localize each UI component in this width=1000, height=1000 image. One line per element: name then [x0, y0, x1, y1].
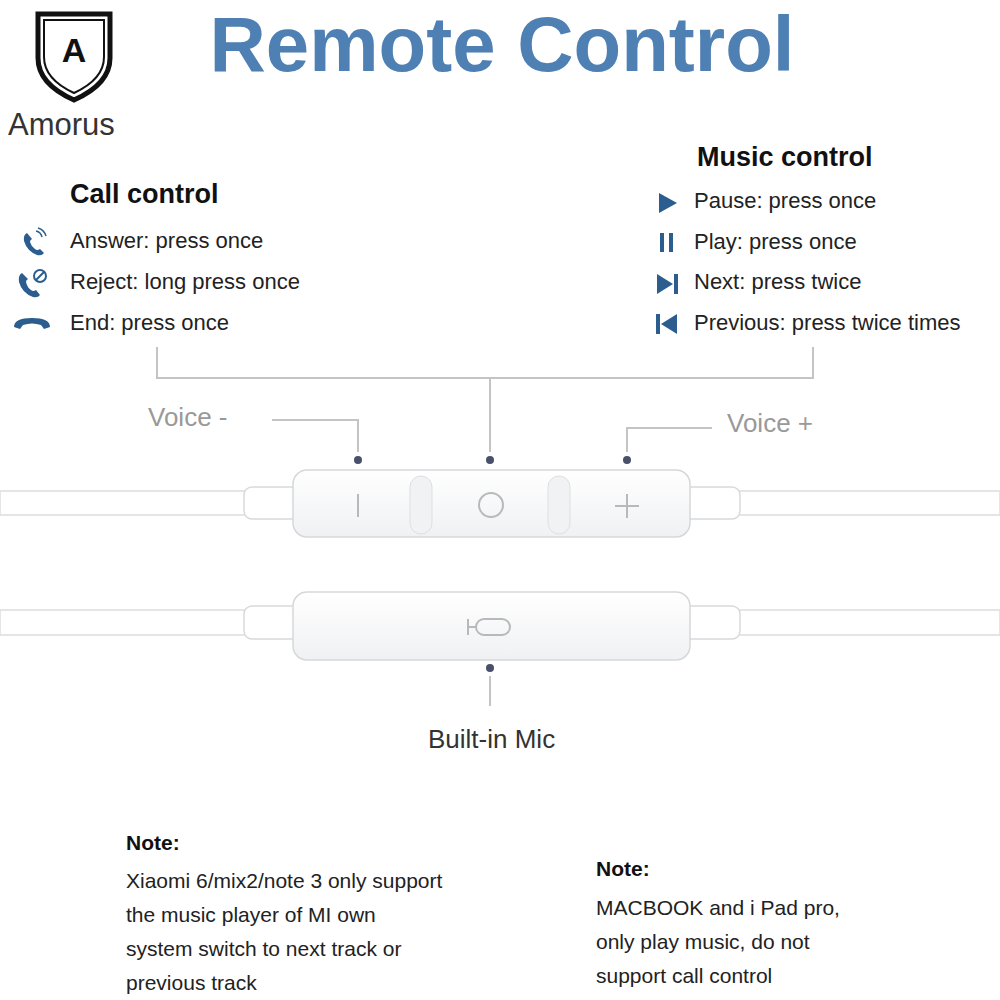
brand-name: Amorus [8, 106, 115, 143]
note-text: MACBOOK and i Pad pro, only play music, … [596, 891, 878, 993]
button-label: Voice + [727, 408, 813, 439]
note-text: Xiaomi 6/mix2/note 3 only support the mu… [126, 864, 444, 1000]
note-heading: Note: [126, 830, 180, 855]
control-item: Play: press once [694, 229, 857, 255]
control-item: Next: press twice [694, 269, 862, 295]
page-title: Remote Control [210, 0, 795, 92]
remote-control-unit [0, 470, 1000, 537]
control-item: End: press once [70, 310, 229, 336]
logo-shield-inner [44, 20, 104, 93]
button-label: Voice - [148, 402, 228, 433]
control-item: Reject: long press once [70, 269, 300, 295]
bracket-lines [157, 347, 813, 706]
logo-shield [38, 14, 110, 100]
mic-label: Built-in Mic [428, 724, 555, 755]
control-item: Pause: press once [694, 188, 876, 214]
note-heading: Note: [596, 856, 650, 881]
mic-unit [0, 592, 1000, 660]
control-item: Answer: press once [70, 228, 263, 254]
logo-letter: A [62, 30, 87, 71]
music-icons [656, 193, 678, 334]
section-heading: Call control [70, 178, 219, 210]
call-icons [14, 228, 50, 329]
section-heading: Music control [697, 141, 873, 173]
control-item: Previous: press twice times [694, 310, 961, 336]
